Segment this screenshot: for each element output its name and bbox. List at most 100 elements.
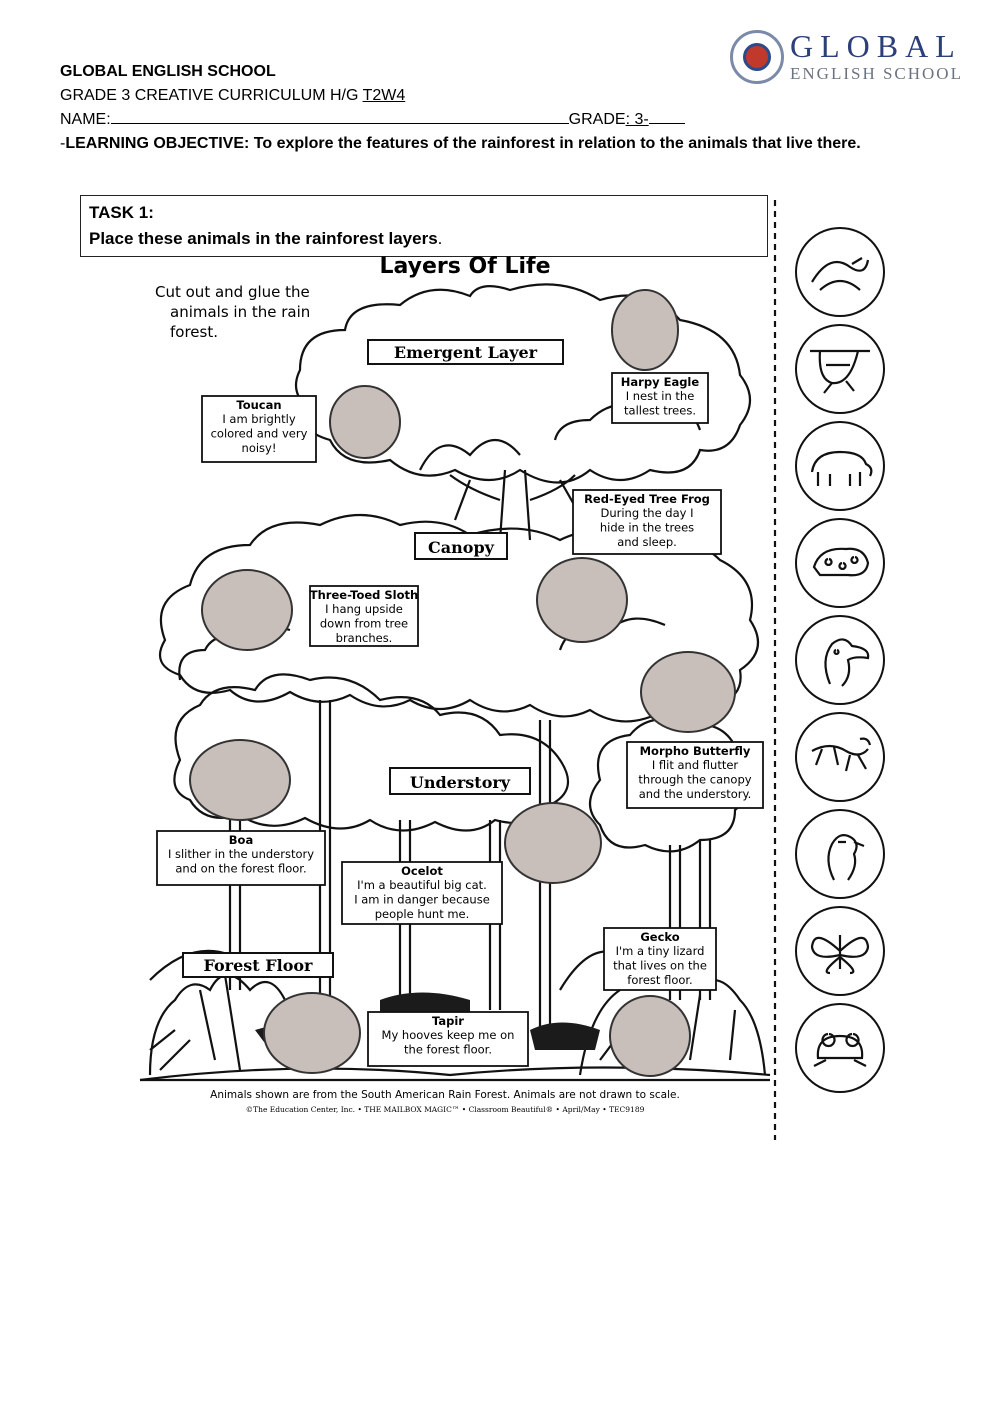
glue-slot[interactable] (263, 992, 361, 1074)
layer-label-emergent-layer: Emergent Layer (367, 339, 564, 365)
grade-line: GRADE 3 CREATIVE CURRICULUM H/G T2W4 (60, 84, 405, 108)
emergent-tree-crown (294, 283, 752, 484)
cutout-strip (795, 227, 885, 1093)
glue-slot[interactable] (201, 569, 293, 651)
svg-text:Forest Floor: Forest Floor (204, 956, 314, 975)
animal-name: Red-Eyed Tree Frog (584, 492, 710, 506)
glue-slot[interactable] (504, 802, 602, 884)
animal-description-line: branches. (336, 631, 393, 645)
logo-word-english-school: ENGLISH SCHOOL (790, 64, 963, 83)
animal-description-line: I slither in the understory (168, 847, 314, 861)
animal-name: Gecko (640, 930, 679, 944)
animal-description-line: noisy! (242, 441, 277, 455)
animal-description-line: I'm a beautiful big cat. (357, 878, 487, 892)
animal-name: Ocelot (401, 864, 443, 878)
name-blank[interactable] (110, 109, 569, 124)
task-title: TASK 1: (89, 203, 154, 222)
animal-description-line: I hang upside (325, 602, 403, 616)
glue-slot[interactable] (536, 557, 628, 643)
task-instruction-line: Place these animals in the rainforest la… (89, 229, 443, 248)
task-box: TASK 1: Place these animals in the rainf… (80, 195, 768, 257)
animal-description-line: and sleep. (617, 535, 677, 549)
animal-name: Harpy Eagle (621, 375, 700, 389)
toucan-icon[interactable] (795, 615, 885, 705)
animal-description-line: and on the forest floor. (175, 862, 306, 876)
footer-note: Animals shown are from the South America… (210, 1089, 680, 1101)
name-label: NAME: (60, 111, 111, 128)
animal-description-line: I flit and flutter (652, 758, 739, 772)
animal-description-line: people hunt me. (375, 907, 470, 921)
svg-text:Emergent Layer: Emergent Layer (394, 343, 538, 362)
animal-description-line: I nest in the (626, 389, 695, 403)
gecko-icon[interactable] (795, 712, 885, 802)
glue-slot[interactable] (189, 739, 291, 821)
butterfly-icon[interactable] (795, 906, 885, 996)
eagle-icon[interactable] (795, 809, 885, 899)
animal-description-line: hide in the trees (600, 521, 694, 535)
grade-label: GRADE (568, 111, 626, 128)
layer-label-canopy: Canopy (414, 532, 508, 560)
name-line: NAME: GRADE: 3- (60, 108, 720, 132)
learning-objective: -LEARNING OBJECTIVE: To explore the feat… (60, 135, 861, 152)
svg-text:Canopy: Canopy (428, 538, 495, 557)
glue-slots (189, 289, 736, 1077)
animal-name: Three-Toed Sloth (310, 588, 418, 602)
animal-description-line: forest floor. (627, 973, 692, 987)
animal-description-line: During the day I (600, 506, 693, 520)
grade-blank[interactable] (648, 109, 685, 124)
week-code: T2W4 (362, 87, 406, 104)
glue-slot[interactable] (329, 385, 401, 459)
animal-description-line: My hooves keep me on (382, 1028, 515, 1042)
animal-description-line: I am in danger because (354, 893, 490, 907)
animal-description-line: I am brightly (222, 412, 295, 426)
animal-description-line: that lives on the (613, 959, 707, 973)
animal-name: Morpho Butterfly (640, 744, 751, 758)
animal-name: Toucan (236, 398, 281, 412)
worksheet-instructions: Cut out and glue the animals in the rain… (155, 283, 310, 341)
task-instruction: Place these animals in the rainforest la… (89, 229, 438, 248)
animal-name: Boa (229, 833, 253, 847)
sloth-icon[interactable] (795, 324, 885, 414)
animal-description-line: tallest trees. (624, 404, 696, 418)
grade-curriculum: GRADE 3 CREATIVE CURRICULUM H/G (60, 87, 363, 104)
logo-word-global: GLOBAL (790, 28, 962, 64)
tapir-icon[interactable] (795, 421, 885, 511)
school-logo: GLOBAL ENGLISH SCHOOL (728, 24, 978, 88)
animal-description-line: the forest floor. (404, 1043, 492, 1057)
svg-text:Cut out and glue the: Cut out and glue the (155, 283, 310, 301)
glue-slot[interactable] (640, 651, 736, 733)
glue-slot[interactable] (611, 289, 679, 371)
svg-text:forest.: forest. (170, 323, 218, 341)
credit-line: ©The Education Center, Inc. • THE MAILBO… (246, 1105, 645, 1114)
animal-description-line: through the canopy (638, 773, 751, 787)
understory-crown (173, 673, 570, 832)
layer-label-understory: Understory (389, 767, 531, 795)
snake-icon[interactable] (795, 227, 885, 317)
grade-value: : 3- (625, 111, 649, 128)
school-name: GLOBAL ENGLISH SCHOOL (60, 63, 276, 80)
ocelot-icon[interactable] (795, 518, 885, 608)
animal-description-line: and the understory. (639, 787, 752, 801)
animal-description-line: colored and very (211, 427, 308, 441)
animal-description-line: down from tree (320, 617, 408, 631)
worksheet-title: Layers Of Life (379, 254, 550, 279)
svg-text:animals in the rain: animals in the rain (170, 303, 310, 321)
animal-name: Tapir (432, 1014, 464, 1028)
layer-label-forest-floor: Forest Floor (182, 952, 334, 978)
emergent-trunk (449, 469, 581, 541)
frog-icon[interactable] (795, 1003, 885, 1093)
animal-description-line: I'm a tiny lizard (616, 944, 705, 958)
glue-slot[interactable] (609, 995, 691, 1077)
